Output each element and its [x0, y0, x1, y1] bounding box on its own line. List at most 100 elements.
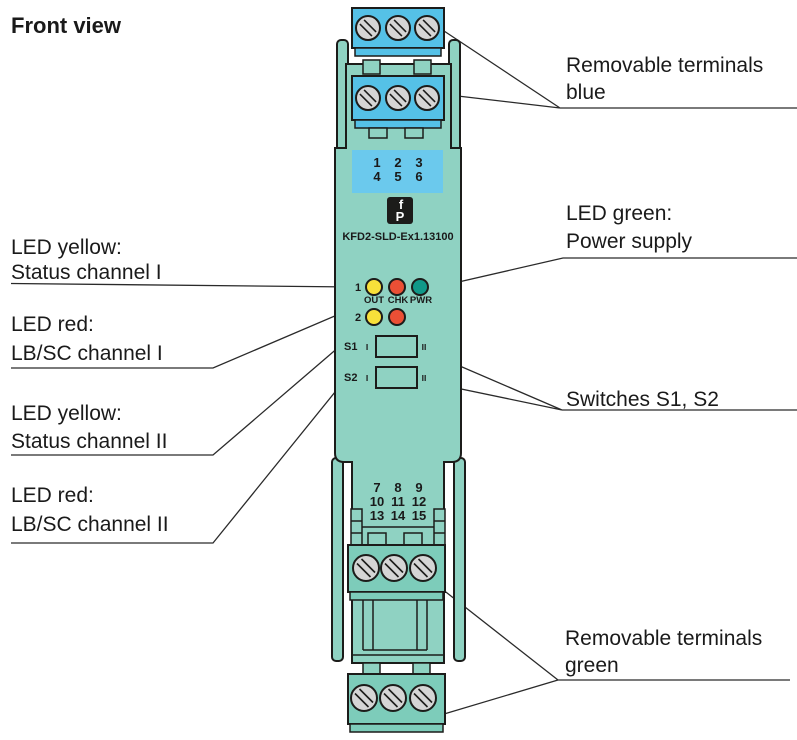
screw-icon — [352, 554, 380, 582]
leader-line-lbsc-ch2 — [11, 323, 391, 544]
bottom-terminal-block-1 — [347, 532, 446, 601]
leader-line-status-ch2 — [11, 321, 369, 456]
bottom-terminal-block-2 — [347, 662, 446, 733]
terminal-block-lip — [354, 119, 442, 129]
callout-led-yellow-ch2-line1: LED yellow: — [11, 402, 122, 425]
led-row-2: 2 — [355, 308, 406, 326]
callout-terminals-green-line1: Removable terminals — [565, 627, 762, 650]
terminal-number: 13 — [370, 508, 384, 523]
led-pwr-label: PWR — [410, 295, 432, 306]
switch-s2-slider — [375, 366, 418, 389]
callout-led-red-ch2-line2: LB/SC channel II — [11, 513, 169, 536]
terminal-number-panel-bottom: 7 8 9 10 11 12 13 14 15 — [370, 480, 426, 523]
logo-letter-p: P — [396, 209, 405, 224]
leader-line-status-ch1 — [10, 282, 356, 288]
terminal-number: 4 — [373, 169, 381, 184]
screw-icon — [414, 15, 440, 41]
switch-s2-label: S2 — [344, 372, 357, 384]
terminal-number: 7 — [373, 480, 380, 495]
callout-led-yellow-ch1-line2: Status channel I — [11, 261, 162, 284]
pepperl-fuchs-logo: f P — [387, 197, 413, 224]
leader-line-lbsc-ch1 — [11, 291, 392, 369]
switch-position-ii: II — [422, 342, 427, 352]
terminal-tab — [413, 59, 432, 75]
device-model-label: KFD2-SLD-Ex1.13100 — [342, 231, 453, 243]
switch-position-i: I — [366, 373, 368, 383]
panel-blue — [352, 150, 443, 193]
terminal-block-lip — [354, 47, 442, 57]
terminal-number: 1 — [373, 155, 380, 170]
callout-terminals-blue-line1: Removable terminals — [566, 54, 763, 77]
led-red-ch2 — [388, 308, 406, 326]
terminal-number: 8 — [394, 480, 401, 495]
callout-terminals-green-line2: green — [565, 654, 619, 677]
screw-icon — [385, 15, 411, 41]
top-terminal-block-2 — [351, 75, 445, 139]
terminal-number: 14 — [391, 508, 406, 523]
switch-s1: S1 I II — [344, 335, 427, 358]
terminal-number: 15 — [412, 508, 426, 523]
screw-icon — [355, 85, 381, 111]
callout-led-red-ch1-line2: LB/SC channel I — [11, 342, 163, 365]
terminal-number: 2 — [394, 155, 401, 170]
led-out-label: OUT — [364, 295, 384, 306]
switch-s1-slider — [375, 335, 418, 358]
terminal-block-lip — [349, 591, 444, 601]
screw-icon — [409, 554, 437, 582]
led-yellow-ch2 — [365, 308, 383, 326]
led-channel-2-label: 2 — [355, 312, 361, 324]
rail-bottom-left — [331, 457, 344, 662]
leader-line-led-green — [427, 257, 797, 290]
callouts-right: Removable terminals blue LED green: Powe… — [565, 54, 763, 677]
screw-icon — [350, 684, 378, 712]
screw-icon — [379, 684, 407, 712]
screw-icon — [414, 85, 440, 111]
terminal-tab — [362, 662, 381, 675]
callout-led-yellow-ch1-line1: LED yellow: — [11, 236, 122, 259]
callout-switches: Switches S1, S2 — [566, 388, 719, 411]
terminal-number: 3 — [415, 155, 422, 170]
terminal-number: 11 — [391, 494, 405, 509]
terminal-tab — [368, 127, 388, 139]
led-channel-1-label: 1 — [355, 282, 361, 294]
device-drawing: 1 2 3 4 5 6 f P KFD2-SLD-Ex1.13100 1 OUT… — [331, 7, 466, 733]
led-red-ch1 — [388, 278, 406, 296]
terminal-number: 6 — [415, 169, 422, 184]
led-row-1: 1 — [355, 278, 429, 296]
callout-led-yellow-ch2-line2: Status channel II — [11, 430, 167, 453]
terminal-number: 10 — [370, 494, 384, 509]
rail-bottom-right — [453, 457, 466, 662]
leader-line-terminals-green — [427, 577, 790, 718]
callout-led-red-ch1-line1: LED red: — [11, 313, 94, 336]
terminal-number-panel-top: 1 2 3 4 5 6 — [352, 150, 443, 193]
terminal-tab — [412, 662, 431, 675]
switch-position-i: I — [366, 342, 368, 352]
switch-s1-label: S1 — [344, 341, 357, 353]
terminal-number: 5 — [394, 169, 401, 184]
terminal-tab — [404, 127, 424, 139]
switch-s2: S2 I II — [344, 366, 426, 389]
logo-letter-f: f — [399, 197, 404, 212]
callout-led-green-line1: LED green: — [566, 202, 672, 225]
led-chk-label: CHK — [388, 295, 409, 306]
screw-icon — [380, 554, 408, 582]
terminal-tab — [367, 532, 387, 546]
page-title: Front view — [11, 13, 122, 38]
terminal-number: 12 — [412, 494, 426, 509]
led-caption-row: OUT CHK PWR — [364, 295, 432, 306]
terminal-block-lip — [349, 723, 444, 733]
screw-icon — [409, 684, 437, 712]
led-green-pwr — [411, 278, 429, 296]
screw-icon — [355, 15, 381, 41]
device-body — [334, 63, 462, 664]
callout-led-red-ch2-line1: LED red: — [11, 484, 94, 507]
terminal-tab — [362, 59, 381, 75]
led-yellow-ch1 — [365, 278, 383, 296]
callout-terminals-blue-line2: blue — [566, 81, 606, 104]
top-terminal-block-1 — [351, 7, 445, 75]
screw-icon — [385, 85, 411, 111]
terminal-number: 9 — [415, 480, 422, 495]
callout-led-green-line2: Power supply — [566, 230, 693, 253]
